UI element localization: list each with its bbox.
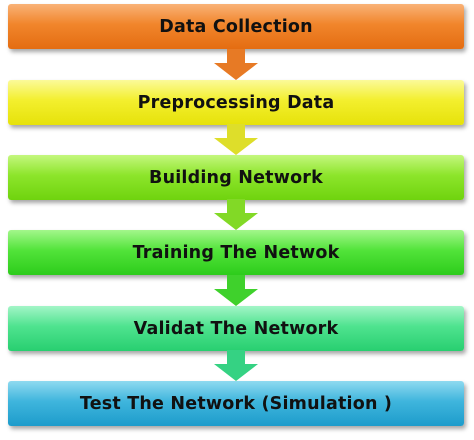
down-arrow-icon [214,124,258,155]
down-arrow-icon [214,275,258,306]
step-label: Validat The Network [133,318,339,339]
step-validate-network: Validat The Network [8,306,464,351]
down-arrow-icon [214,49,258,80]
step-data-collection: Data Collection [8,4,464,49]
step-label: Preprocessing Data [137,92,335,113]
step-label: Data Collection [159,16,313,37]
step-test-network: Test The Network (Simulation ) [8,381,464,426]
step-label: Training The Netwok [132,242,340,263]
step-label: Test The Network (Simulation ) [79,393,393,414]
step-label: Building Network [149,167,323,188]
step-preprocessing-data: Preprocessing Data [8,80,464,125]
step-building-network: Building Network [8,155,464,200]
down-arrow-icon [214,199,258,230]
down-arrow-icon [214,350,258,381]
step-training-network: Training The Netwok [8,230,464,275]
